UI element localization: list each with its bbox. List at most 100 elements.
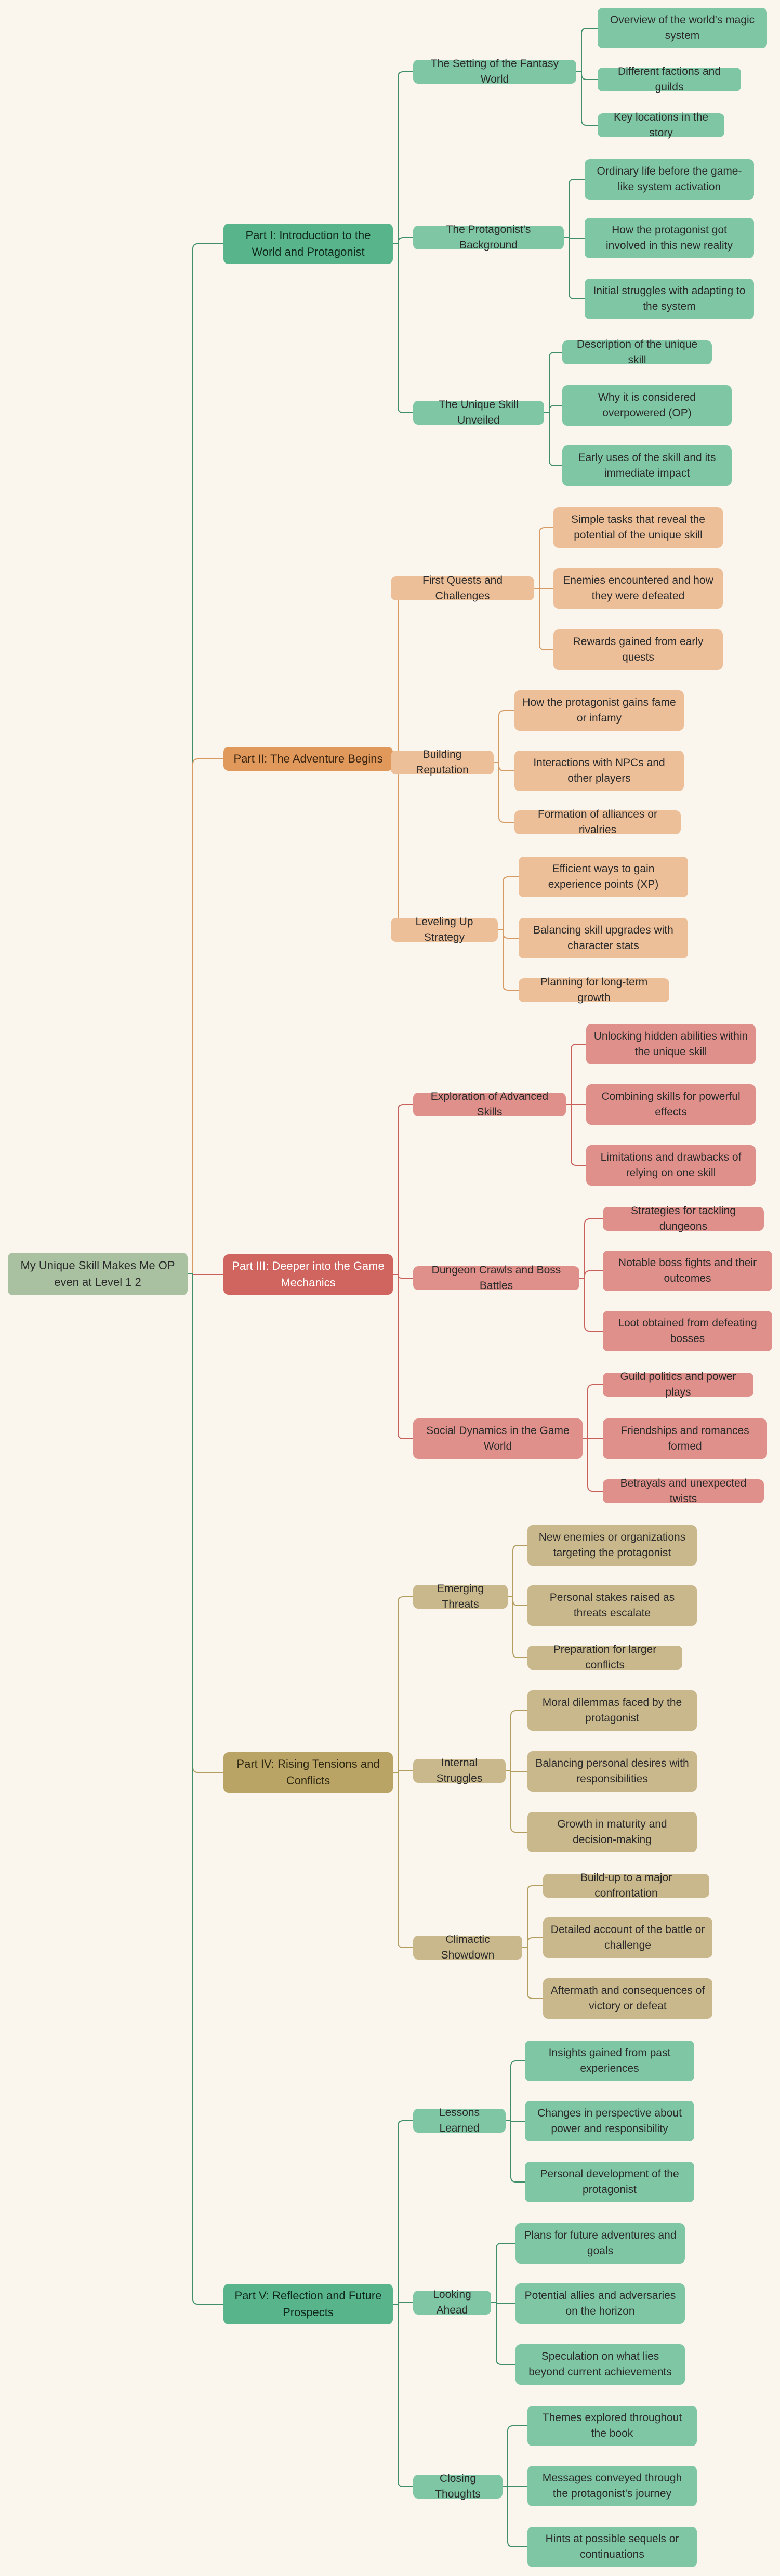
edge-section-4-1-to-leaf-3 (508, 1596, 527, 1658)
edge-section-1-1-to-leaf-3 (576, 71, 598, 126)
root-topic: My Unique Skill Makes Me OP even at Leve… (8, 1253, 188, 1295)
section-climactic-showdown: Climactic Showdown (413, 1934, 522, 1961)
edge-part-4-to-section-1 (393, 1596, 413, 1773)
leaf-enemies-encountered-and-how-they-were-defeated-label: Enemies encountered and how they were de… (563, 574, 713, 602)
leaf-strategies-for-tackling-dungeons-label: Strategies for tackling dungeons (631, 1204, 736, 1232)
leaf-friendships-and-romances-formed-label: Friendships and romances formed (620, 1424, 749, 1452)
leaf-personal-stakes-raised-as-threats-escalate-label: Personal stakes raised as threats escala… (549, 1591, 675, 1619)
leaf-insights-gained-from-past-experiences-label: Insights gained from past experiences (548, 2046, 671, 2074)
edge-section-4-1-to-leaf-2 (508, 1596, 527, 1606)
section-the-protagonist-s-background-label: The Protagonist's Background (446, 223, 531, 251)
edge-part-5-to-section-3 (393, 2304, 413, 2487)
edge-section-1-2-to-leaf-1 (564, 179, 585, 238)
leaf-messages-conveyed-through-the-protagonist-s-jour: Messages conveyed through the protagonis… (527, 2466, 697, 2506)
leaf-different-factions-and-guilds-label: Different factions and guilds (617, 65, 721, 93)
section-climactic-showdown-label: Climactic Showdown (441, 1933, 495, 1961)
edge-section-4-1-to-leaf-1 (508, 1545, 527, 1597)
section-building-reputation: Building Reputation (391, 748, 494, 776)
leaf-limitations-and-drawbacks-of-relying-on-one-skil: Limitations and drawbacks of relying on … (586, 1145, 756, 1186)
leaf-ordinary-life-before-the-game-like-system-activa: Ordinary life before the game-like syste… (585, 159, 754, 200)
leaf-aftermath-and-consequences-of-victory-or-defeat: Aftermath and consequences of victory or… (543, 1978, 712, 2019)
edge-part-5-to-section-1 (393, 2120, 413, 2305)
leaf-why-it-is-considered-overpowered-op-label: Why it is considered overpowered (OP) (598, 391, 696, 419)
section-dungeon-crawls-and-boss-battles-label: Dungeon Crawls and Boss Battles (431, 1264, 561, 1292)
leaf-planning-for-long-term-growth: Planning for long-term growth (519, 976, 669, 1004)
edge-section-2-2-to-leaf-1 (494, 710, 514, 763)
leaf-betrayals-and-unexpected-twists: Betrayals and unexpected twists (603, 1477, 764, 1505)
leaf-how-the-protagonist-gains-fame-or-infamy: How the protagonist gains fame or infamy (514, 690, 684, 731)
edge-section-5-1-to-leaf-1 (506, 2060, 525, 2121)
edge-section-2-2-to-leaf-2 (494, 762, 514, 771)
section-social-dynamics-in-the-game-world-label: Social Dynamics in the Game World (426, 1424, 570, 1452)
leaf-changes-in-perspective-about-power-and-responsib-label: Changes in perspective about power and r… (537, 2107, 682, 2135)
edge-section-3-2-to-leaf-2 (579, 1270, 603, 1279)
leaf-preparation-for-larger-conflicts-label: Preparation for larger conflicts (553, 1643, 657, 1671)
leaf-build-up-to-a-major-confrontation-label: Build-up to a major confrontation (580, 1871, 672, 1899)
leaf-initial-struggles-with-adapting-to-the-system-label: Initial struggles with adapting to the s… (593, 284, 746, 312)
section-lessons-learned: Lessons Learned (413, 2107, 506, 2134)
leaf-messages-conveyed-through-the-protagonist-s-jour-label: Messages conveyed through the protagonis… (542, 2472, 682, 2500)
edge-section-1-3-to-leaf-3 (544, 412, 562, 466)
leaf-unlocking-hidden-abilities-within-the-unique-ski-label: Unlocking hidden abilities within the un… (593, 1030, 748, 1058)
leaf-early-uses-of-the-skill-and-its-immediate-impact: Early uses of the skill and its immediat… (562, 445, 732, 486)
leaf-themes-explored-throughout-the-book-label: Themes explored throughout the book (542, 2411, 682, 2439)
leaf-rewards-gained-from-early-quests-label: Rewards gained from early quests (573, 635, 704, 663)
section-closing-thoughts-label: Closing Thoughts (435, 2472, 481, 2500)
section-internal-struggles-label: Internal Struggles (436, 1756, 483, 1784)
leaf-hints-at-possible-sequels-or-continuations-label: Hints at possible sequels or continuatio… (545, 2532, 679, 2560)
leaf-growth-in-maturity-and-decision-making-label: Growth in maturity and decision-making (557, 1818, 667, 1846)
edge-part-3-to-section-2 (393, 1274, 413, 1279)
leaf-detailed-account-of-the-battle-or-challenge-label: Detailed account of the battle or challe… (550, 1923, 705, 1951)
edge-section-3-2-to-leaf-3 (579, 1278, 603, 1332)
leaf-insights-gained-from-past-experiences: Insights gained from past experiences (525, 2041, 694, 2081)
leaf-friendships-and-romances-formed: Friendships and romances formed (603, 1418, 767, 1459)
edge-section-3-1-to-leaf-3 (566, 1104, 586, 1166)
edge-section-4-2-to-leaf-3 (506, 1770, 527, 1833)
edge-section-1-2-to-leaf-3 (564, 237, 585, 299)
leaf-formation-of-alliances-or-rivalries: Formation of alliances or rivalries (514, 808, 681, 836)
leaf-balancing-skill-upgrades-with-character-stats: Balancing skill upgrades with character … (519, 918, 688, 958)
edge-part-3-to-section-1 (393, 1104, 413, 1275)
leaf-growth-in-maturity-and-decision-making: Growth in maturity and decision-making (527, 1812, 697, 1852)
leaf-why-it-is-considered-overpowered-op: Why it is considered overpowered (OP) (562, 385, 732, 426)
section-looking-ahead-label: Looking Ahead (433, 2288, 471, 2316)
leaf-balancing-personal-desires-with-responsibilities-label: Balancing personal desires with responsi… (535, 1757, 689, 1785)
part-4-node: Part IV: Rising Tensions and Conflicts (223, 1752, 393, 1793)
part-2-node: Part II: The Adventure Begins (223, 747, 393, 771)
edge-section-3-1-to-leaf-1 (566, 1044, 586, 1105)
edge-section-2-1-to-leaf-3 (534, 588, 553, 650)
leaf-description-of-the-unique-skill: Description of the unique skill (562, 338, 712, 366)
leaf-balancing-skill-upgrades-with-character-stats-label: Balancing skill upgrades with character … (533, 924, 673, 952)
section-looking-ahead: Looking Ahead (413, 2289, 491, 2316)
leaf-personal-stakes-raised-as-threats-escalate: Personal stakes raised as threats escala… (527, 1585, 697, 1626)
edge-root-to-part-5 (188, 1273, 223, 2305)
leaf-personal-development-of-the-protagonist-label: Personal development of the protagonist (540, 2167, 679, 2196)
leaf-rewards-gained-from-early-quests: Rewards gained from early quests (553, 629, 723, 670)
leaf-efficient-ways-to-gain-experience-points-xp-label: Efficient ways to gain experience points… (548, 862, 659, 890)
section-the-setting-of-the-fantasy-world-label: The Setting of the Fantasy World (430, 57, 559, 85)
part-1-node: Part I: Introduction to the World and Pr… (223, 224, 393, 264)
section-the-unique-skill-unveiled: The Unique Skill Unveiled (413, 399, 544, 426)
section-dungeon-crawls-and-boss-battles: Dungeon Crawls and Boss Battles (413, 1264, 579, 1292)
edge-part-2-to-section-3 (391, 758, 404, 930)
leaf-guild-politics-and-power-plays-label: Guild politics and power plays (620, 1370, 736, 1398)
leaf-plans-for-future-adventures-and-goals: Plans for future adventures and goals (515, 2223, 685, 2264)
section-internal-struggles: Internal Struggles (413, 1757, 506, 1784)
edge-part-2-to-section-1 (391, 588, 404, 759)
section-building-reputation-label: Building Reputation (416, 748, 469, 776)
leaf-moral-dilemmas-faced-by-the-protagonist: Moral dilemmas faced by the protagonist (527, 1690, 697, 1731)
edge-section-2-1-to-leaf-1 (534, 527, 553, 589)
leaf-combining-skills-for-powerful-effects: Combining skills for powerful effects (586, 1084, 756, 1125)
section-emerging-threats: Emerging Threats (413, 1583, 508, 1610)
leaf-preparation-for-larger-conflicts: Preparation for larger conflicts (527, 1644, 682, 1671)
edge-section-1-1-to-leaf-1 (576, 28, 598, 72)
leaf-loot-obtained-from-defeating-bosses-label: Loot obtained from defeating bosses (618, 1317, 757, 1345)
leaf-interactions-with-npcs-and-other-players: Interactions with NPCs and other players (514, 751, 684, 791)
edge-section-1-3-to-leaf-2 (544, 405, 562, 413)
edge-part-1-to-section-1 (393, 71, 413, 244)
leaf-themes-explored-throughout-the-book: Themes explored throughout the book (527, 2406, 697, 2446)
edge-section-1-1-to-leaf-2 (576, 71, 598, 80)
section-the-setting-of-the-fantasy-world: The Setting of the Fantasy World (413, 58, 576, 85)
leaf-interactions-with-npcs-and-other-players-label: Interactions with NPCs and other players (533, 756, 665, 784)
edge-section-4-2-to-leaf-1 (506, 1710, 527, 1771)
